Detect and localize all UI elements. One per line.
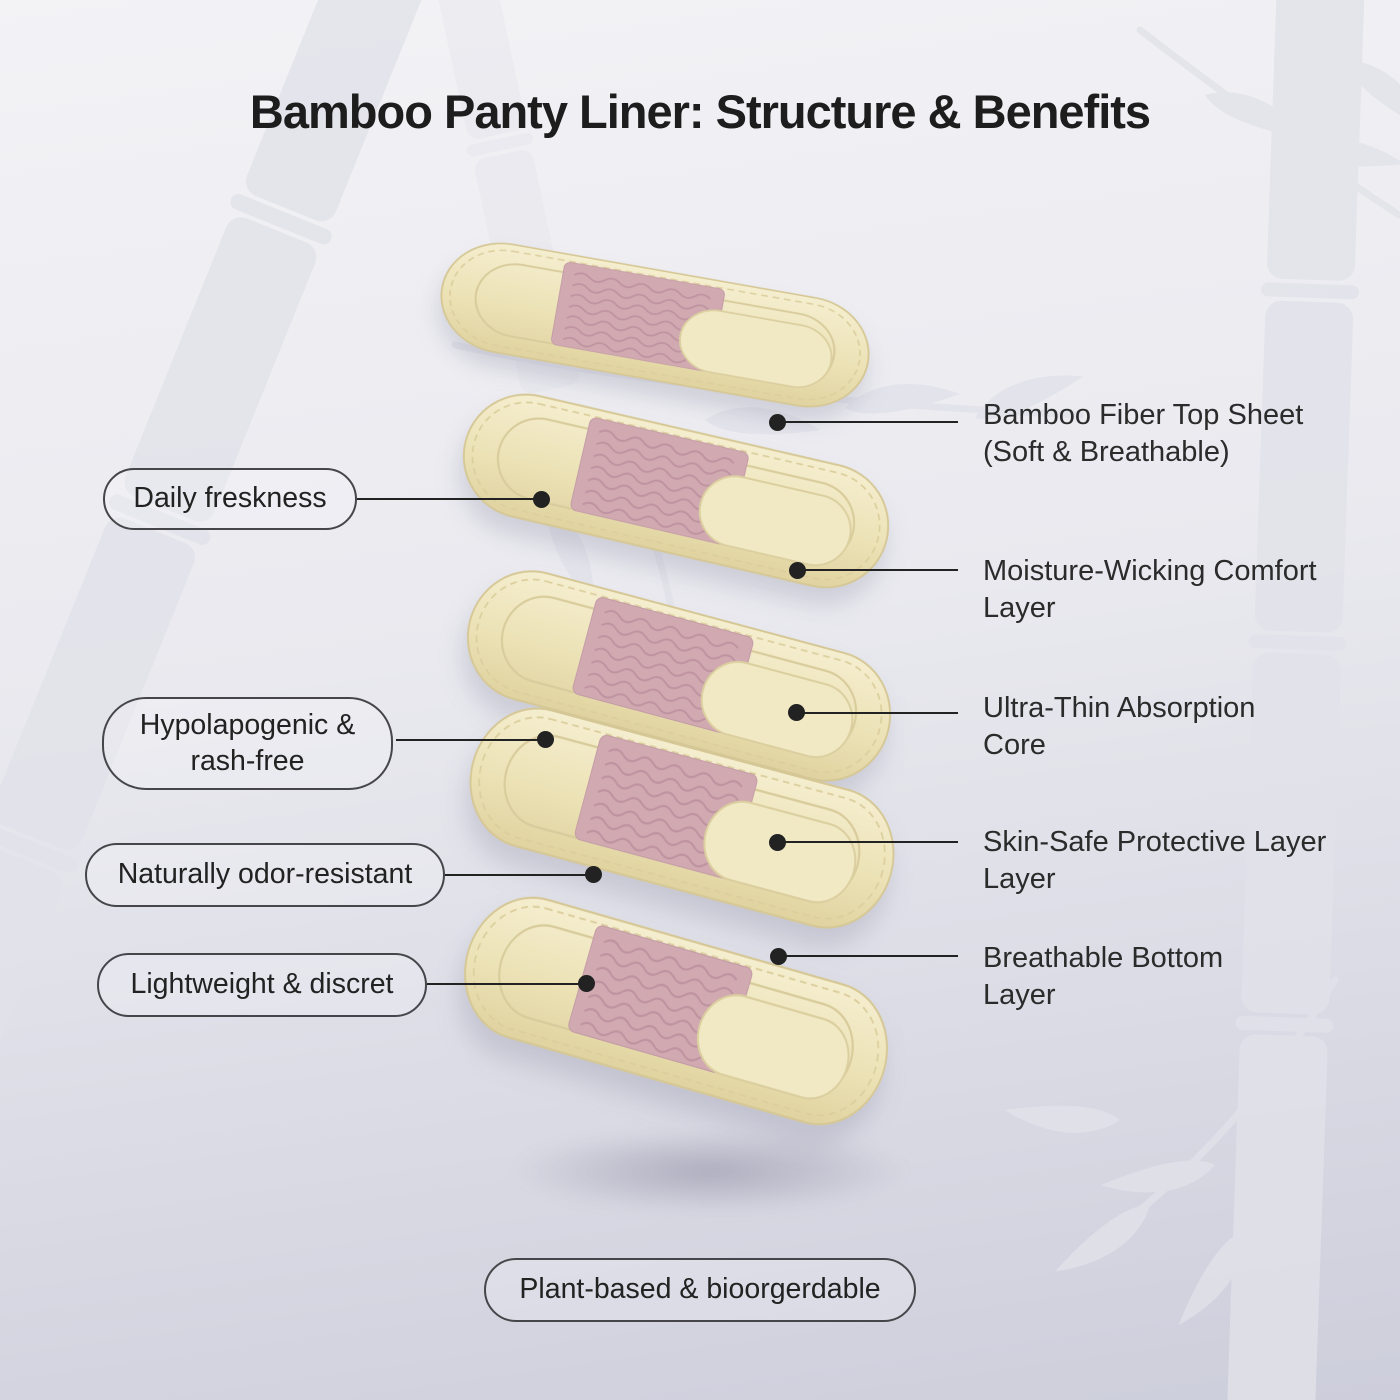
connector-dot-odor-resistant <box>585 866 602 883</box>
connector-line-daily-freshness <box>357 498 541 501</box>
connector-dot-top-sheet <box>769 414 786 431</box>
connector-line-absorption-core <box>797 712 958 715</box>
layer-label-line: (Soft & Breathable) <box>983 435 1230 468</box>
page-title: Bamboo Panty Liner: Structure & Benefits <box>249 85 1151 138</box>
connector-dot-absorption-core <box>788 704 805 721</box>
connector-dot-protective-layer <box>769 834 786 851</box>
connector-dot-lightweight <box>578 975 595 992</box>
layer-label-bottom-layer: Breathable Bottom Layer <box>983 940 1343 1013</box>
connector-line-odor-resistant <box>445 874 594 877</box>
benefit-pill-lightweight: Lightweight & discret <box>97 953 427 1017</box>
footer-pill-plant-based: Plant-based & bioorgerdable <box>484 1258 916 1322</box>
connector-line-comfort-layer <box>798 569 958 572</box>
benefit-pill-label: Daily freskness <box>133 482 327 515</box>
connector-dot-bottom-layer <box>770 948 787 965</box>
layer-label-protective-layer: Skin-Safe Protective Layer Layer <box>983 824 1343 897</box>
connector-dot-comfort-layer <box>789 562 806 579</box>
connector-line-lightweight <box>427 983 587 986</box>
layer-label-comfort-layer: Moisture-Wicking Comfort Layer <box>983 553 1343 626</box>
layer-label-line: Layer <box>983 862 1056 895</box>
layer-label-line: Bamboo Fiber Top Sheet <box>983 399 1304 431</box>
benefit-pill-label: Naturally odor-resistant <box>117 858 413 891</box>
benefit-pill-odor-resistant: Naturally odor-resistant <box>85 843 445 907</box>
bamboo-stalk-right <box>1227 0 1366 1400</box>
benefit-pill-label: Hypolapogenic & <box>139 708 356 741</box>
benefit-pill-hypoallergenic: Hypolapogenic & rash-free <box>102 697 393 790</box>
footer-pill-label: Plant-based & bioorgerdable <box>519 1273 881 1306</box>
layer-label-line: Skin-Safe Protective Layer <box>983 826 1327 858</box>
layer-label-line: Layer <box>983 591 1056 624</box>
bamboo-branch-bottom-right <box>1004 976 1339 1325</box>
bamboo-stalk-left <box>0 0 438 1262</box>
connector-line-bottom-layer <box>779 955 958 958</box>
connector-line-protective-layer <box>778 841 958 844</box>
benefit-pill-daily-freshness: Daily freskness <box>103 468 357 530</box>
connector-line-top-sheet <box>778 421 958 424</box>
benefit-pill-label: rash-free <box>190 744 305 777</box>
layer-label-top-sheet: Bamboo Fiber Top Sheet (Soft & Breathabl… <box>983 397 1343 470</box>
layer-label-line: Breathable Bottom <box>983 942 1224 974</box>
layer-label-absorption-core: Ultra-Thin Absorption Core <box>983 690 1343 763</box>
layer-label-line: Layer <box>983 978 1056 1011</box>
connector-dot-daily-freshness <box>533 491 550 508</box>
layer-label-line: Ultra-Thin Absorption <box>983 692 1256 724</box>
layer-label-line: Core <box>983 728 1046 761</box>
bamboo-branch-top-right <box>1136 26 1400 219</box>
connector-dot-hypoallergenic <box>537 731 554 748</box>
connector-line-hypoallergenic <box>396 739 546 742</box>
layer-label-line: Moisture-Wicking Comfort <box>983 555 1317 587</box>
benefit-pill-label: Lightweight & discret <box>130 968 394 1001</box>
ground-shadow <box>510 1128 910 1214</box>
